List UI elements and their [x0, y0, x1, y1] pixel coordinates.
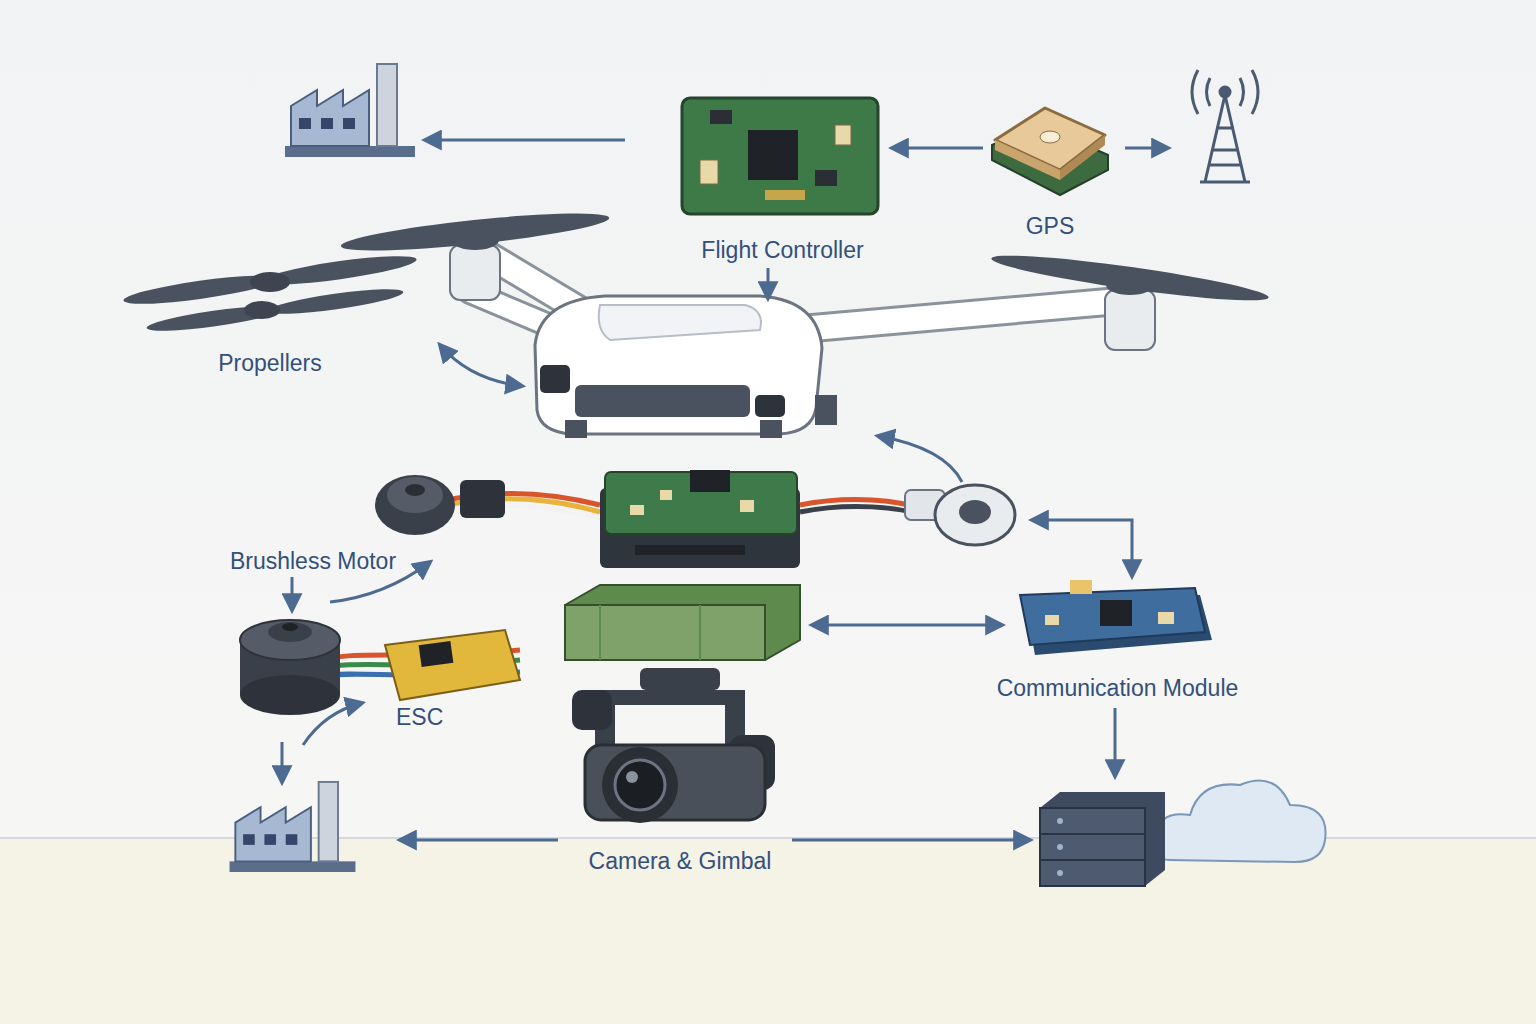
- component-label: Communication Module: [997, 675, 1239, 702]
- component-label: GPS: [1026, 213, 1075, 240]
- camera-gimbal: [572, 668, 775, 823]
- component-node: GPS: [985, 104, 1115, 240]
- component-node: Propellers: [120, 262, 420, 377]
- component-label: Propellers: [218, 350, 322, 377]
- flow-arrow: [892, 147, 983, 150]
- component-node: Brushless Motor: [208, 543, 418, 575]
- component-label: Camera & Gimbal: [589, 848, 772, 875]
- flow-arrow: [291, 577, 294, 610]
- component-node: Camera & Gimbal: [560, 665, 800, 875]
- component-label: ESC: [396, 704, 443, 731]
- motor-right: [800, 485, 1015, 545]
- power-board: [600, 470, 800, 568]
- motor-esc: [240, 620, 520, 715]
- propeller-set: [122, 250, 418, 335]
- gps-module: [992, 108, 1108, 195]
- component-label: Brushless Motor: [230, 548, 396, 575]
- factory-icon: [285, 64, 415, 157]
- server-cloud: [1040, 781, 1326, 887]
- drone-body: [339, 206, 1270, 438]
- component-node: Flight Controller: [675, 92, 890, 264]
- component-label: Flight Controller: [701, 237, 863, 264]
- factory-icon: [230, 782, 356, 872]
- battery-pack: [565, 585, 800, 660]
- flow-arrows: [282, 140, 1168, 840]
- radio-tower: [1192, 70, 1258, 182]
- flight-controller-board: [682, 98, 878, 214]
- component-node: Communication Module: [985, 575, 1250, 702]
- communication-board: [1020, 580, 1212, 655]
- motor-left: [375, 475, 600, 535]
- component-node: ESC: [228, 612, 528, 740]
